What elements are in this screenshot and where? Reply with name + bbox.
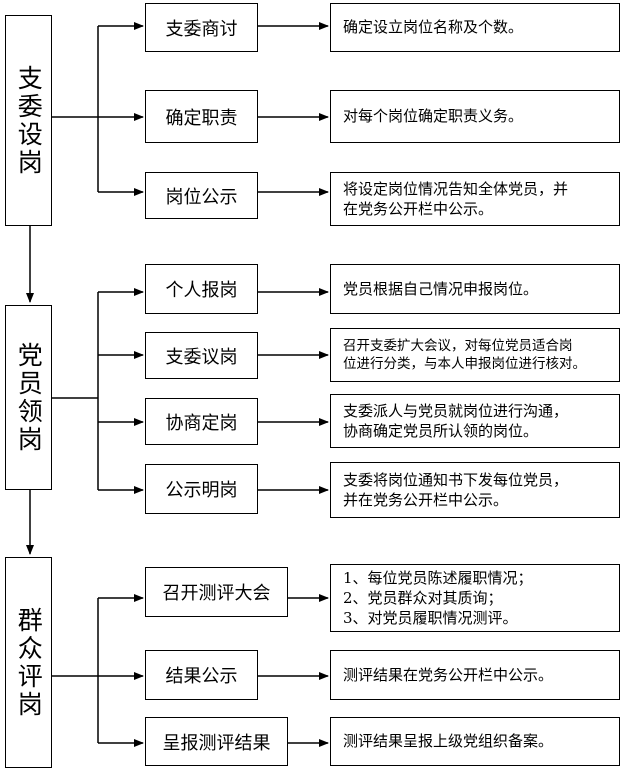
step-label: 呈报测评结果 <box>162 732 271 754</box>
description-text: 召开支委扩大会议，对每位党员适合岗 位进行分类，与本人申报岗位进行核对。 <box>343 337 586 372</box>
description-box: 支委派人与党员就岗位进行沟通， 协商确定党员所认领的岗位。 <box>330 394 620 448</box>
description-text: 1、每位党员陈述履职情况； 2、党员群众对其质询； 3、对党员履职情况测评。 <box>343 568 533 628</box>
step-label: 公示明岗 <box>165 480 238 501</box>
step-label: 协商定岗 <box>165 412 238 434</box>
description-text: 支委将岗位通知书下发每位党员， 并在党务公开栏中公示。 <box>343 470 569 509</box>
description-box: 确定设立岗位名称及个数。 <box>330 3 620 52</box>
step-box: 岗位公示 <box>145 172 258 219</box>
description-text: 将设定岗位情况告知全体党员，并 在党务公开栏中公示。 <box>343 179 569 218</box>
step-box: 支委商讨 <box>145 3 258 52</box>
step-label: 支委商讨 <box>165 18 238 40</box>
phase-box-claim: 党员领岗 <box>5 305 52 490</box>
description-box: 召开支委扩大会议，对每位党员适合岗 位进行分类，与本人申报岗位进行核对。 <box>330 328 620 382</box>
step-box: 确定职责 <box>145 90 258 143</box>
step-box: 支委议岗 <box>145 332 258 379</box>
description-text: 测评结果在党务公开栏中公示。 <box>343 665 554 684</box>
description-box: 对每个岗位确定职责义务。 <box>330 90 620 143</box>
step-label: 召开测评大会 <box>162 583 271 604</box>
description-box: 党员根据自己情况申报岗位。 <box>330 264 620 314</box>
description-box: 1、每位党员陈述履职情况； 2、党员群众对其质询； 3、对党员履职情况测评。 <box>330 564 620 632</box>
step-box: 结果公示 <box>145 650 258 700</box>
description-text: 党员根据自己情况申报岗位。 <box>343 279 539 298</box>
description-text: 测评结果呈报上级党组织备案。 <box>343 732 554 751</box>
description-text: 支委派人与党员就岗位进行沟通， 协商确定党员所认领的岗位。 <box>343 401 569 440</box>
step-box: 公示明岗 <box>145 464 258 514</box>
phase-box-design: 支委设岗 <box>5 15 52 226</box>
phase-label: 群众评岗 <box>14 606 44 719</box>
step-box: 呈报测评结果 <box>145 717 288 766</box>
phase-label: 支委设岗 <box>14 64 44 177</box>
description-box: 将设定岗位情况告知全体党员，并 在党务公开栏中公示。 <box>330 172 620 226</box>
description-text: 确定设立岗位名称及个数。 <box>343 18 524 37</box>
step-label: 支委议岗 <box>165 346 238 368</box>
step-box: 协商定岗 <box>145 398 258 445</box>
description-box: 测评结果呈报上级党组织备案。 <box>330 717 620 766</box>
phase-label: 党员领岗 <box>14 341 44 454</box>
phase-box-evaluate: 群众评岗 <box>5 557 52 768</box>
description-box: 支委将岗位通知书下发每位党员， 并在党务公开栏中公示。 <box>330 462 620 518</box>
step-label: 确定职责 <box>165 107 238 129</box>
step-label: 结果公示 <box>165 666 238 687</box>
description-box: 测评结果在党务公开栏中公示。 <box>330 650 620 700</box>
step-box: 召开测评大会 <box>145 567 288 617</box>
step-box: 个人报岗 <box>145 264 258 314</box>
step-label: 岗位公示 <box>165 186 238 208</box>
description-text: 对每个岗位确定职责义务。 <box>343 107 524 126</box>
step-label: 个人报岗 <box>165 280 238 301</box>
